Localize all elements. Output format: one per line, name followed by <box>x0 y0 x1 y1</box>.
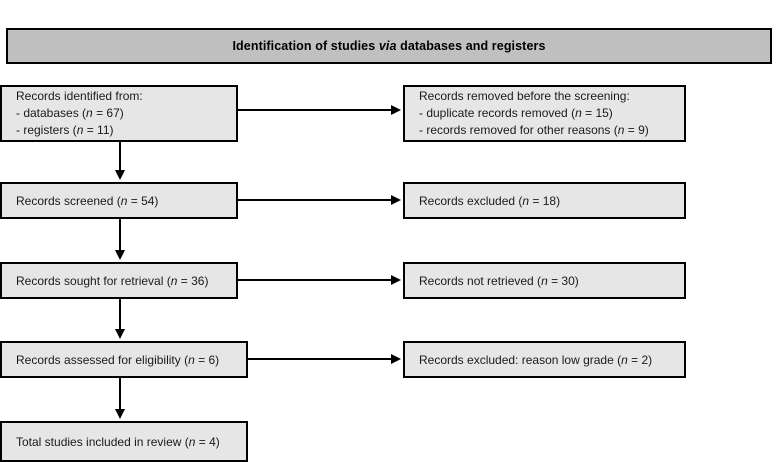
node-line: Records not retrieved (n = 30) <box>419 273 579 288</box>
connector-sought-to-assessed <box>119 299 121 331</box>
arrow-right-icon <box>391 195 401 205</box>
node-line: - databases (n = 67) <box>16 106 124 120</box>
connector-screened-to-sought <box>119 219 121 252</box>
arrow-down-icon <box>115 170 125 180</box>
arrow-down-icon <box>115 409 125 419</box>
arrow-down-icon <box>115 250 125 260</box>
banner-suffix: databases and registers <box>396 39 546 53</box>
node-total-studies-included: Total studies included in review (n = 4) <box>0 421 248 462</box>
node-records-identified: Records identified from: - databases (n … <box>0 85 238 142</box>
arrow-right-icon <box>391 354 401 364</box>
connector-sought-to-not-retrieved <box>238 279 393 281</box>
node-records-assessed-for-eligibility: Records assessed for eligibility (n = 6) <box>0 341 248 378</box>
connector-identified-to-screened <box>119 142 121 172</box>
arrow-right-icon <box>391 275 401 285</box>
identification-banner: Identification of studies via databases … <box>6 28 772 64</box>
node-records-not-retrieved: Records not retrieved (n = 30) <box>403 262 686 299</box>
node-records-screened: Records screened (n = 54) <box>0 182 238 219</box>
connector-screened-to-excluded <box>238 199 393 201</box>
node-line: Records excluded (n = 18) <box>419 193 561 208</box>
connector-assessed-to-excluded-low-grade <box>248 358 393 360</box>
banner-emphasis: via <box>378 39 397 53</box>
node-line: - duplicate records removed (n = 15) <box>419 106 613 120</box>
node-line: Records sought for retrieval (n = 36) <box>16 273 209 288</box>
identification-banner-label: Identification of studies via databases … <box>232 39 545 53</box>
node-line: Records identified from: <box>16 89 143 103</box>
connector-assessed-to-total <box>119 378 121 411</box>
node-line: Records assessed for eligibility (n = 6) <box>16 352 220 367</box>
node-line: Total studies included in review (n = 4) <box>16 434 220 449</box>
banner-prefix: Identification of studies <box>232 39 379 53</box>
node-records-excluded-low-grade: Records excluded: reason low grade (n = … <box>403 341 686 378</box>
node-records-removed-before-screening: Records removed before the screening: - … <box>403 85 686 142</box>
arrow-right-icon <box>391 105 401 115</box>
node-records-sought-for-retrieval: Records sought for retrieval (n = 36) <box>0 262 238 299</box>
node-line: Records excluded: reason low grade (n = … <box>419 352 653 367</box>
node-line: Records removed before the screening: <box>419 89 630 103</box>
node-line: Records screened (n = 54) <box>16 193 159 208</box>
node-line: - registers (n = 11) <box>16 123 114 137</box>
node-line: - records removed for other reasons (n =… <box>419 123 649 137</box>
connector-identified-to-removed <box>238 109 393 111</box>
node-records-excluded: Records excluded (n = 18) <box>403 182 686 219</box>
arrow-down-icon <box>115 329 125 339</box>
